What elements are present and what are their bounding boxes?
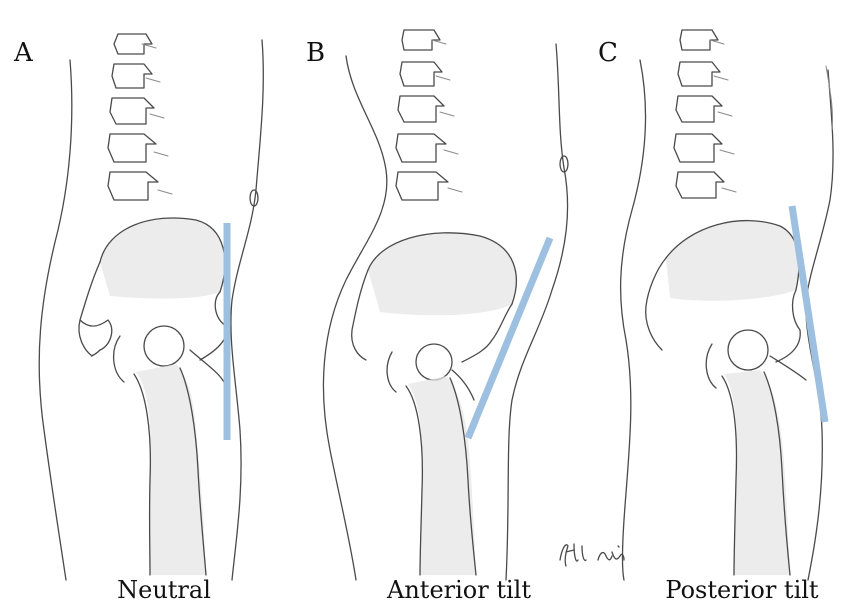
panel-a-back-outline xyxy=(39,60,72,580)
panel-b-caption: Anterior tilt xyxy=(387,576,531,604)
panel-a-letter: A xyxy=(14,38,33,68)
artist-signature xyxy=(560,544,624,566)
panel-c-caption: Posterior tilt xyxy=(665,576,818,604)
panel-a-caption: Neutral xyxy=(117,576,211,604)
panel-a-femoral-head xyxy=(144,326,184,366)
panel-b-letter: B xyxy=(306,38,325,68)
panel-c-letter: C xyxy=(598,38,618,68)
panel-b-drawing xyxy=(323,30,568,580)
panel-c-femoral-head xyxy=(728,330,768,370)
panel-a-front-outline xyxy=(231,40,263,580)
panel-b-femoral-head xyxy=(416,344,452,380)
panel-c-back-outline xyxy=(621,60,646,580)
panel-c-drawing xyxy=(621,30,833,580)
panel-b-front-outline xyxy=(506,44,568,580)
panel-a-spine xyxy=(108,34,172,200)
panel-b-spine xyxy=(396,30,462,200)
panel-a-drawing xyxy=(39,34,263,580)
panel-c-spine xyxy=(674,30,736,198)
